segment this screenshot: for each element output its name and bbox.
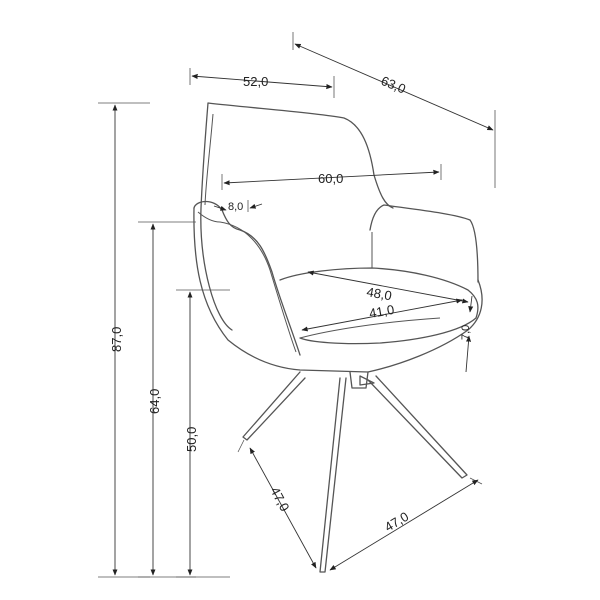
label-seat-width: 48,0 (365, 284, 393, 303)
label-height-total: 87,0 (109, 327, 124, 352)
dim-line-seat-width (307, 270, 469, 304)
leg-back (359, 375, 375, 386)
label-seat-depth: 41,0 (368, 302, 396, 321)
backrest-shell (200, 102, 394, 331)
label-armrest-width: 8,0 (228, 201, 243, 213)
left-armrest-inner (197, 211, 297, 353)
dim-line-depth-overall (294, 43, 494, 131)
leg-front-left (242, 371, 306, 441)
label-base-right: 47,0 (382, 509, 411, 535)
dimension-labels: 63,0 52,0 60,0 8,0 48,0 41,0 7,0 87,0 64… (109, 73, 472, 535)
label-height-armrest: 64,0 (147, 389, 162, 414)
label-seat-thickness: 7,0 (460, 325, 472, 340)
chair-outline (193, 102, 483, 573)
dim-line-width-back (191, 73, 333, 90)
dim-line-width-arms (223, 169, 440, 186)
label-depth-overall: 63,0 (379, 73, 408, 97)
right-armrest (369, 204, 479, 283)
dimension-lines (98, 32, 496, 578)
backrest-inner (204, 113, 214, 206)
label-width-arms: 60,0 (318, 171, 343, 186)
dim-line-base-right (329, 479, 479, 571)
dim-line-seat-depth (301, 298, 463, 332)
base-post (349, 371, 369, 389)
left-armrest (193, 200, 301, 356)
seat-cushion (279, 267, 479, 345)
label-height-seat: 50,0 (184, 427, 199, 452)
dim-line-armrest-width (213, 205, 227, 211)
shell-body (193, 207, 483, 373)
dim-line-base-left (249, 447, 317, 569)
dim-line-seat-thickness (468, 295, 474, 313)
label-base-left: 47,0 (267, 484, 292, 513)
leg-front-right (367, 375, 468, 479)
leg-front-center (319, 377, 347, 573)
label-width-back: 52,0 (243, 74, 268, 89)
